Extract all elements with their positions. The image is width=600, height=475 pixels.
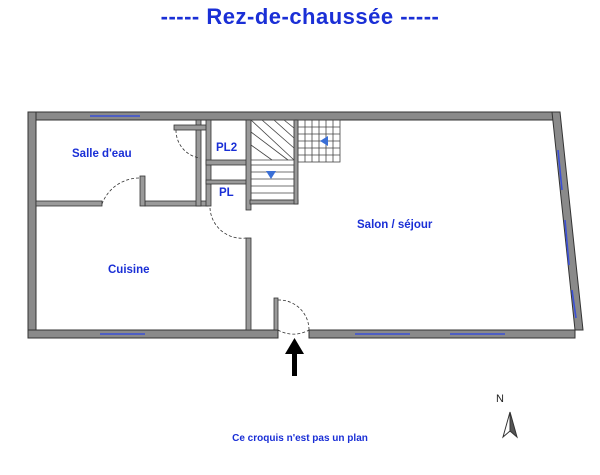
staircase	[250, 119, 341, 201]
stair-arrow-icon	[266, 136, 328, 179]
door-swings	[101, 129, 310, 335]
page-title: ----- Rez-de-chaussée -----	[160, 4, 440, 29]
disclaimer-note: Ce croquis n'est pas un plan	[232, 433, 368, 444]
compass-icon	[502, 411, 518, 439]
room-label-cuisine: Cuisine	[108, 264, 150, 276]
entrance-arrow-icon	[285, 338, 304, 376]
room-label-pl: PL	[219, 187, 234, 199]
room-label-salle-deau: Salle d'eau	[72, 148, 132, 160]
exterior-walls	[27, 111, 584, 339]
room-label-pl2: PL2	[216, 142, 237, 154]
room-label-salon: Salon / séjour	[357, 219, 433, 231]
windows	[90, 115, 577, 335]
interior-walls	[35, 119, 299, 331]
compass-label: N	[496, 393, 504, 405]
